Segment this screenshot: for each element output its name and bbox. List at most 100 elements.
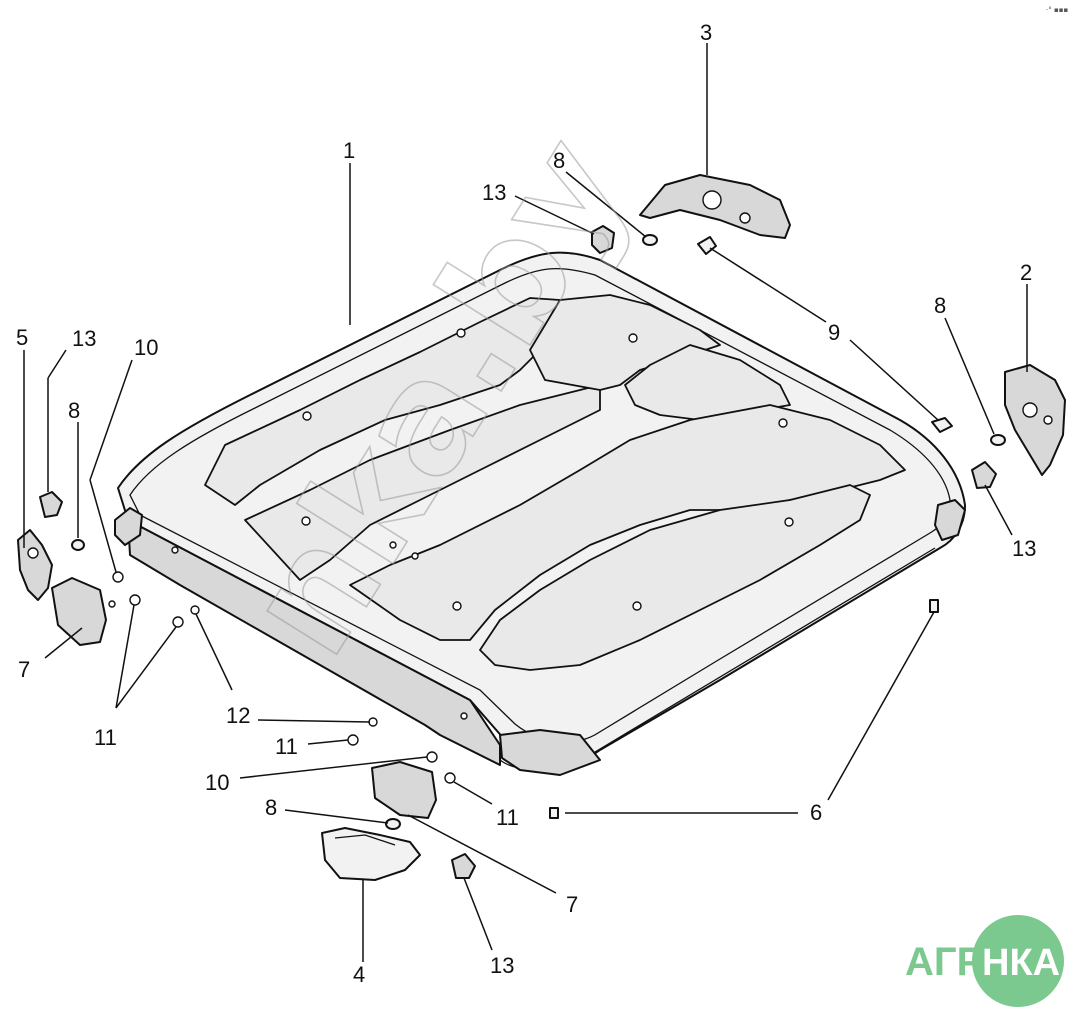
work-lamp-7-front-body (371, 761, 437, 819)
callout-10: 10 (134, 335, 158, 360)
lamp-housing-2-body (1004, 364, 1066, 476)
bulb-8 (990, 434, 1006, 446)
lamp-housing-3-bulb-socket (702, 190, 722, 210)
mount-hole (411, 552, 419, 560)
callout-2: 2 (1020, 260, 1032, 285)
nut-12 (368, 717, 378, 727)
roof-panel-front-right (479, 484, 871, 671)
leader-8 (565, 171, 647, 238)
leader-9 (709, 247, 827, 323)
leader-6 (827, 611, 935, 801)
leader-13 (463, 877, 493, 951)
leader-10 (239, 756, 428, 779)
nut-10 (112, 571, 124, 583)
leader-11 (307, 739, 349, 745)
bolt-6 (549, 807, 559, 819)
callout-8: 8 (934, 293, 946, 318)
mount-hole (389, 541, 397, 549)
mount-hole (456, 328, 466, 338)
callout-10: 10 (205, 770, 229, 795)
leader-13 (47, 349, 67, 379)
lamp-housing-5-body (17, 529, 53, 601)
leader-10 (89, 479, 117, 573)
callout-6: 6 (810, 800, 822, 825)
lens-4-body (321, 827, 421, 881)
lamp-housing-2 (1004, 364, 1066, 476)
roof-panel-right-lobe (624, 344, 791, 421)
callout-3: 3 (700, 20, 712, 45)
callout-7: 7 (18, 657, 30, 682)
bulb-8 (642, 234, 658, 246)
work-lamp-7-left (51, 577, 116, 646)
corner-mark: ·° ▪▪▪ (1046, 6, 1068, 14)
roof-left-lamp-socket (114, 507, 143, 546)
mount-hole (302, 411, 312, 421)
socket-13 (971, 461, 997, 489)
callout-5: 5 (16, 325, 28, 350)
cab-roof-part (114, 251, 966, 776)
leader-8 (944, 317, 995, 435)
lamp-housing-2-screw-hole (1043, 415, 1053, 425)
lamp-housing-2-bulb-socket (1022, 402, 1038, 418)
roof-panel-right (349, 404, 906, 641)
leader-9 (849, 339, 939, 421)
mount-hole (628, 333, 638, 343)
lamp-housing-3-screw-hole (739, 212, 751, 224)
callout-13: 13 (72, 326, 96, 351)
callout-13: 13 (490, 953, 514, 978)
bulb-8 (385, 818, 401, 830)
mount-hole (171, 546, 179, 554)
leader-11 (115, 626, 177, 709)
mount-hole (301, 516, 311, 526)
mount-hole (784, 517, 794, 527)
callout-11: 11 (94, 725, 117, 750)
lamp-housing-5 (17, 529, 53, 601)
logo-circle (972, 915, 1064, 1007)
socket-13 (451, 853, 476, 879)
leader-11 (453, 781, 493, 805)
leader-12 (257, 719, 371, 723)
mount-hole (632, 601, 642, 611)
leader-7 (44, 627, 83, 659)
callout-9: 9 (828, 320, 840, 345)
screw-9 (931, 417, 953, 433)
lamp-housing-5-bulb-socket (27, 547, 39, 559)
leader-13 (984, 484, 1013, 536)
mount-hole (460, 712, 468, 720)
agronka-logo: АГРО НКА (905, 915, 1064, 1007)
callout-8: 8 (265, 795, 277, 820)
roof-panel-center-lower (244, 384, 601, 581)
callout-13: 13 (482, 180, 506, 205)
callout-12: 12 (226, 703, 250, 728)
work-lamp-7-left-body (51, 577, 107, 646)
nut-12 (190, 605, 200, 615)
callout-labels: 1 2 3 4 5 6 7 7 8 8 8 8 9 10 10 11 11 11… (16, 20, 1036, 987)
washer-11 (444, 772, 456, 784)
callout-8: 8 (68, 398, 80, 423)
hardware-items (39, 225, 1006, 879)
nut-10 (426, 751, 438, 763)
washer-11 (347, 734, 359, 746)
callout-1: 1 (343, 138, 355, 163)
work-lamp-7-front (371, 761, 437, 819)
leader-13 (514, 195, 595, 235)
logo-circle-text: НКА (982, 942, 1060, 984)
callout-11: 11 (275, 734, 298, 759)
leader-10 (89, 359, 133, 481)
leader-11 (115, 604, 135, 709)
bulb-8 (71, 539, 85, 551)
socket-13 (39, 491, 63, 518)
socket-13 (591, 225, 615, 254)
screw-9 (697, 236, 717, 255)
callout-4: 4 (353, 962, 365, 987)
leader-8 (284, 809, 389, 824)
lens-4 (321, 827, 421, 881)
roof-right-lamp-socket (934, 499, 966, 541)
mount-hole (778, 418, 788, 428)
callout-11: 11 (496, 805, 519, 830)
leader-12 (195, 613, 233, 691)
callout-13: 13 (1012, 536, 1036, 561)
roof-front-lamp-socket (499, 729, 601, 776)
leader-lines (23, 43, 1028, 962)
